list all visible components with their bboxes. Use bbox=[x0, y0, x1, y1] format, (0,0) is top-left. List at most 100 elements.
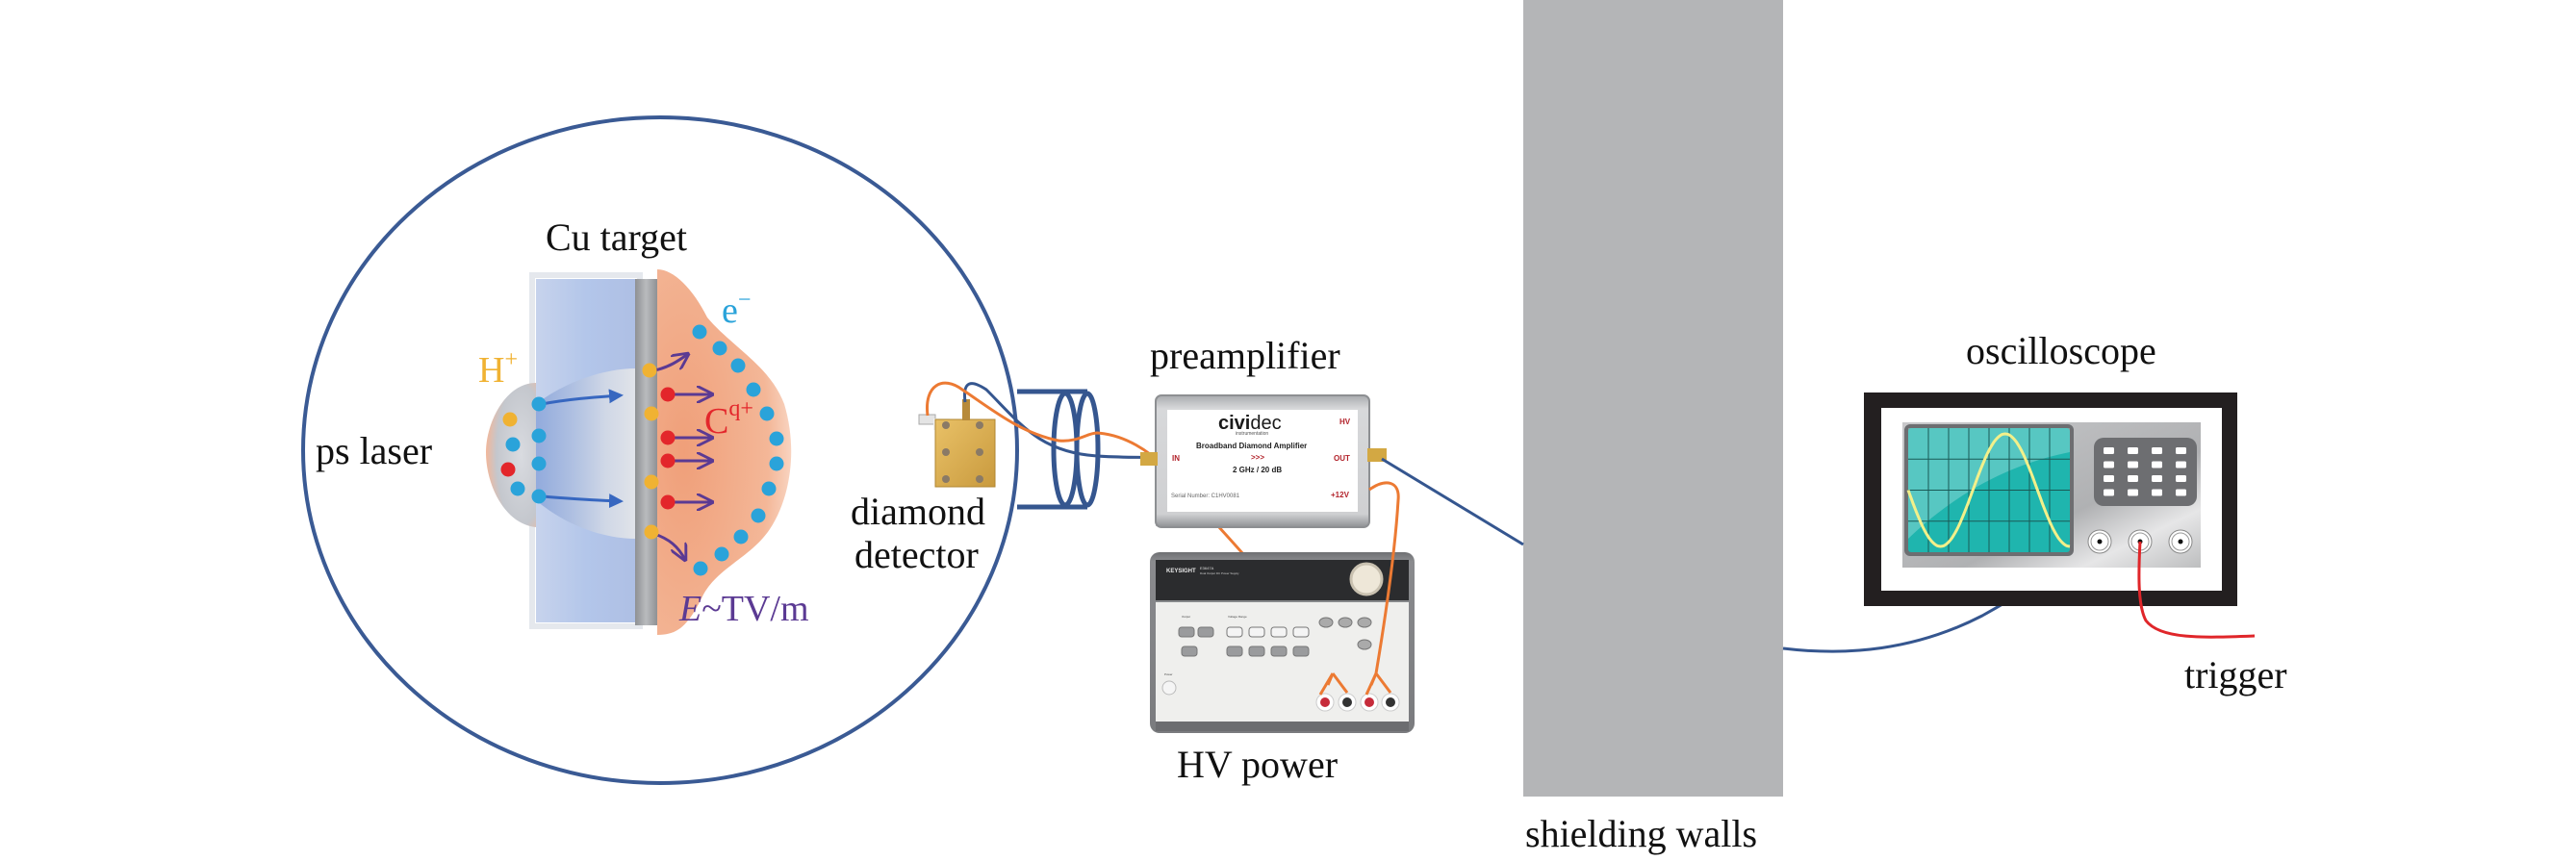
keypad-key bbox=[2152, 475, 2162, 482]
proton-dot bbox=[644, 524, 659, 540]
hv-power-switch bbox=[1161, 680, 1177, 696]
carbon-ion-dot bbox=[660, 453, 676, 468]
carbon-ion-dot bbox=[660, 430, 676, 445]
preamp-port-hv: HV bbox=[1339, 418, 1351, 426]
vacuum-port-cylinder bbox=[1017, 389, 1101, 510]
keypad-key bbox=[2152, 447, 2162, 454]
hv-button bbox=[1226, 626, 1243, 638]
hv-button bbox=[1226, 646, 1243, 657]
hv-button bbox=[1357, 617, 1372, 628]
target-surface-strip bbox=[635, 279, 657, 625]
electron-dot bbox=[733, 529, 749, 544]
hv-button bbox=[1270, 646, 1288, 657]
electron-dot bbox=[761, 481, 777, 496]
preamplifier-device: cividec instrumentation Broadband Diamon… bbox=[1140, 394, 1387, 528]
keypad-key bbox=[2104, 489, 2114, 496]
hv-button bbox=[1181, 646, 1198, 657]
proton-dot bbox=[502, 412, 518, 427]
hv-button bbox=[1270, 626, 1288, 638]
proton-dot bbox=[644, 406, 659, 421]
keypad-key bbox=[2176, 489, 2186, 496]
keypad-key bbox=[2176, 475, 2186, 482]
electron-dot bbox=[531, 428, 547, 443]
proton-dot bbox=[644, 474, 659, 490]
electron-dot bbox=[769, 431, 784, 446]
preamp-port-out: OUT bbox=[1334, 454, 1350, 463]
label-carbon-ion: Cq+ bbox=[704, 396, 753, 442]
rear-plasma-bump bbox=[486, 383, 536, 527]
oscilloscope-trace bbox=[1906, 432, 2071, 548]
keypad-key bbox=[2128, 461, 2138, 468]
keypad-key bbox=[2104, 447, 2114, 454]
hv-button bbox=[1292, 626, 1310, 638]
hv-button bbox=[1318, 617, 1334, 628]
electron-dot bbox=[751, 508, 766, 523]
oscilloscope-grid bbox=[1908, 428, 2070, 552]
electron-dot bbox=[746, 382, 761, 397]
oscilloscope-device bbox=[1864, 393, 2237, 606]
bnc-pin bbox=[2178, 539, 2183, 544]
oscilloscope-keys bbox=[2104, 447, 2186, 496]
hv-power-label: Power bbox=[1164, 672, 1173, 676]
electron-dot bbox=[769, 456, 784, 471]
preamp-product: Broadband Diamond Amplifier bbox=[1196, 442, 1307, 450]
label-preamplifier: preamplifier bbox=[1150, 334, 1340, 377]
keypad-key bbox=[2128, 475, 2138, 482]
label-h-plus: H+ bbox=[478, 347, 518, 391]
cu-target-illustration bbox=[486, 269, 792, 635]
label-hv-power: HV power bbox=[1177, 743, 1338, 786]
keypad-key bbox=[2128, 489, 2138, 496]
preamp-brand: cividec bbox=[1218, 413, 1282, 434]
electron-dot bbox=[730, 358, 746, 373]
hv-button bbox=[1292, 646, 1310, 657]
electron-dot bbox=[510, 481, 525, 496]
bias-cable-orange bbox=[1365, 481, 1400, 696]
hv-button bbox=[1248, 646, 1265, 657]
hv-voltage-range-group: Voltage Range bbox=[1228, 615, 1247, 619]
signal-cable-to-wall bbox=[1381, 457, 1524, 546]
oscilloscope-keypad bbox=[2094, 438, 2197, 506]
hv-button bbox=[1338, 617, 1353, 628]
hv-power-supply: KEYSIGHT E3647A Dual Output DC Power Sup… bbox=[1150, 552, 1415, 733]
hv-button bbox=[1197, 626, 1214, 638]
keypad-key bbox=[2152, 461, 2162, 468]
electron-dot bbox=[531, 396, 547, 412]
target-chamber-circle bbox=[301, 115, 1019, 785]
preamp-port-12v: +12V bbox=[1331, 491, 1350, 499]
preamp-spec: 2 GHz / 20 dB bbox=[1233, 466, 1282, 474]
keypad-key bbox=[2152, 489, 2162, 496]
keypad-key bbox=[2104, 461, 2114, 468]
carbon-ion-dot bbox=[500, 462, 516, 477]
electron-dot bbox=[714, 546, 729, 562]
label-electron: e− bbox=[722, 288, 751, 331]
trigger-cable bbox=[2137, 541, 2256, 639]
label-field: E~TV/m bbox=[678, 589, 809, 629]
label-diamond-detector-line2: detector bbox=[854, 533, 979, 576]
signal-cable-blue bbox=[962, 382, 1160, 460]
ion-acceleration-arrow bbox=[653, 354, 688, 372]
hv-model: E3647A bbox=[1200, 566, 1214, 570]
hv-button bbox=[1178, 626, 1195, 638]
preamp-arrows: >>> bbox=[1251, 453, 1264, 462]
electron-dot bbox=[692, 324, 707, 340]
hv-brand: KEYSIGHT bbox=[1166, 569, 1196, 574]
label-trigger: trigger bbox=[2184, 653, 2287, 696]
particles bbox=[500, 324, 784, 576]
hv-button bbox=[1248, 626, 1265, 638]
electron-dot bbox=[505, 437, 521, 452]
hv-output-group: Output bbox=[1182, 615, 1190, 619]
keypad-key bbox=[2128, 447, 2138, 454]
electron-dot bbox=[712, 341, 727, 356]
electron-dot bbox=[531, 489, 547, 504]
electron-flow-arrow bbox=[541, 389, 624, 406]
hv-button bbox=[1357, 639, 1372, 650]
electron-dot bbox=[531, 456, 547, 471]
oscilloscope-connectors bbox=[2087, 529, 2193, 554]
label-shielding-walls: shielding walls bbox=[1525, 812, 1757, 855]
hv-button-panel bbox=[1178, 617, 1372, 657]
bnc-pin bbox=[2097, 539, 2103, 544]
bnc-ring bbox=[2171, 532, 2190, 551]
diamond-detector bbox=[918, 399, 996, 488]
label-ps-laser: ps laser bbox=[316, 429, 432, 472]
